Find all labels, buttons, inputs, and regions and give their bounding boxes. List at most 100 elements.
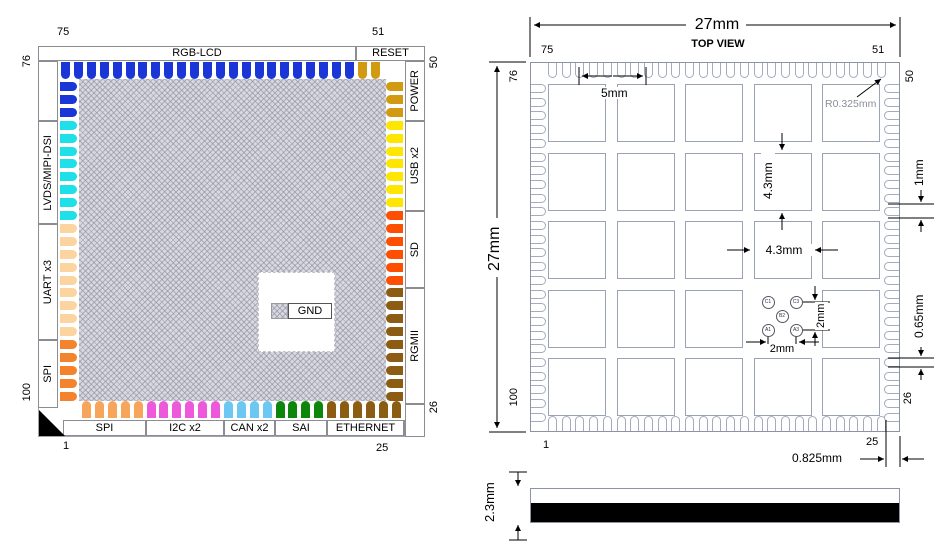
pin: [60, 94, 77, 104]
mech-pin: [876, 416, 886, 431]
mech-pin: [884, 193, 899, 203]
section-label-box: POWER: [405, 61, 425, 121]
dim-pad-height: 4.3mm: [761, 153, 775, 209]
mech-pin: [835, 416, 845, 431]
mech-pin: [884, 125, 899, 135]
gnd-label: GND: [288, 303, 332, 319]
mech-pin: [531, 125, 546, 135]
pin: [60, 378, 77, 388]
mech-pin: [884, 248, 899, 258]
pin: [386, 391, 403, 401]
pin: [288, 401, 298, 418]
thermal-pad: [616, 152, 675, 211]
pin: [60, 172, 77, 182]
pin: [386, 159, 403, 169]
thermal-pad: [685, 84, 743, 142]
pin: [352, 401, 362, 418]
fiducial-label: A3: [792, 326, 800, 333]
pin: [386, 340, 403, 349]
mech-pin: [589, 63, 599, 78]
mech-pin: [643, 63, 653, 78]
section-label-box: [38, 61, 58, 121]
section-label: SPI: [95, 421, 114, 434]
dim-pad-width: 4.3mm: [756, 244, 812, 256]
mech-pin: [685, 416, 694, 431]
pin: [386, 120, 403, 130]
pin: [241, 62, 251, 79]
pin: [386, 172, 403, 182]
mech-pin: [884, 152, 899, 162]
section-label-box: SPI: [38, 340, 58, 408]
mech-pin: [531, 193, 546, 203]
mech-pin: [753, 416, 763, 431]
mech-pin: [767, 416, 777, 431]
pin: [280, 62, 290, 79]
fiducial-a3: A3: [789, 323, 803, 337]
mech-pin: [884, 303, 899, 313]
mech-pin: [561, 416, 571, 431]
mech-pin: [531, 138, 546, 148]
mech-pin: [602, 63, 612, 78]
mech-pin: [884, 221, 899, 230]
section-label: CAN x2: [230, 421, 269, 434]
mech-pin: [849, 416, 859, 431]
section-label-box: CAN x2: [224, 420, 275, 436]
pin: [60, 159, 77, 169]
mech-pin: [531, 221, 546, 230]
pin-number-75: 75: [57, 26, 70, 38]
mech-pin: [884, 207, 899, 217]
thermal-pad: [548, 152, 606, 211]
pin: [164, 62, 174, 79]
pin: [60, 275, 77, 285]
mech-pin: [884, 262, 899, 272]
section-label-box: RGMII: [405, 288, 425, 404]
mech-pin: [726, 416, 736, 431]
section-label-box: UART x3: [38, 224, 58, 340]
dim-fiducial-h: 2mm: [766, 344, 798, 355]
pin: [331, 62, 341, 79]
mech-pin: [884, 330, 899, 340]
pin: [60, 249, 77, 259]
pin: [386, 94, 403, 104]
mech-pin: [884, 344, 899, 354]
pin: [60, 107, 77, 117]
mech-pin: [531, 84, 546, 93]
pin: [275, 401, 285, 418]
pin: [177, 62, 187, 79]
pin: [386, 82, 403, 91]
pin: [211, 401, 220, 418]
mech-pin: [884, 385, 899, 395]
pin: [314, 401, 324, 418]
pin: [60, 314, 77, 324]
mech-pin: [835, 63, 845, 78]
mech-pin: [589, 416, 599, 431]
mech-pin: [753, 63, 763, 78]
mech-pin: [794, 416, 804, 431]
pin: [386, 133, 403, 143]
mech-pin: [876, 63, 886, 78]
mech-pin: [531, 330, 546, 340]
pin: [386, 211, 403, 220]
pin: [172, 401, 182, 418]
mech-pin: [884, 234, 899, 244]
pin: [254, 62, 264, 79]
section-label: RESET: [372, 47, 409, 59]
mech-pin: [884, 399, 899, 409]
mech-pin: [884, 371, 899, 381]
mech-pin: [780, 416, 790, 431]
section-label: ETHERNET: [335, 421, 396, 434]
mech-pin: [602, 416, 612, 431]
fiducial-b2: B2: [775, 309, 789, 323]
pin: [125, 62, 135, 79]
pin: [146, 401, 156, 418]
pin: [94, 401, 104, 418]
pin: [340, 401, 349, 418]
mech-pin: [739, 416, 749, 431]
pin: [223, 401, 233, 418]
mech-pin: [548, 63, 557, 78]
mech-pin: [561, 63, 571, 78]
pin: [151, 62, 161, 79]
pin: [386, 223, 403, 233]
thermal-pad: [616, 221, 675, 279]
pin: [112, 62, 122, 79]
